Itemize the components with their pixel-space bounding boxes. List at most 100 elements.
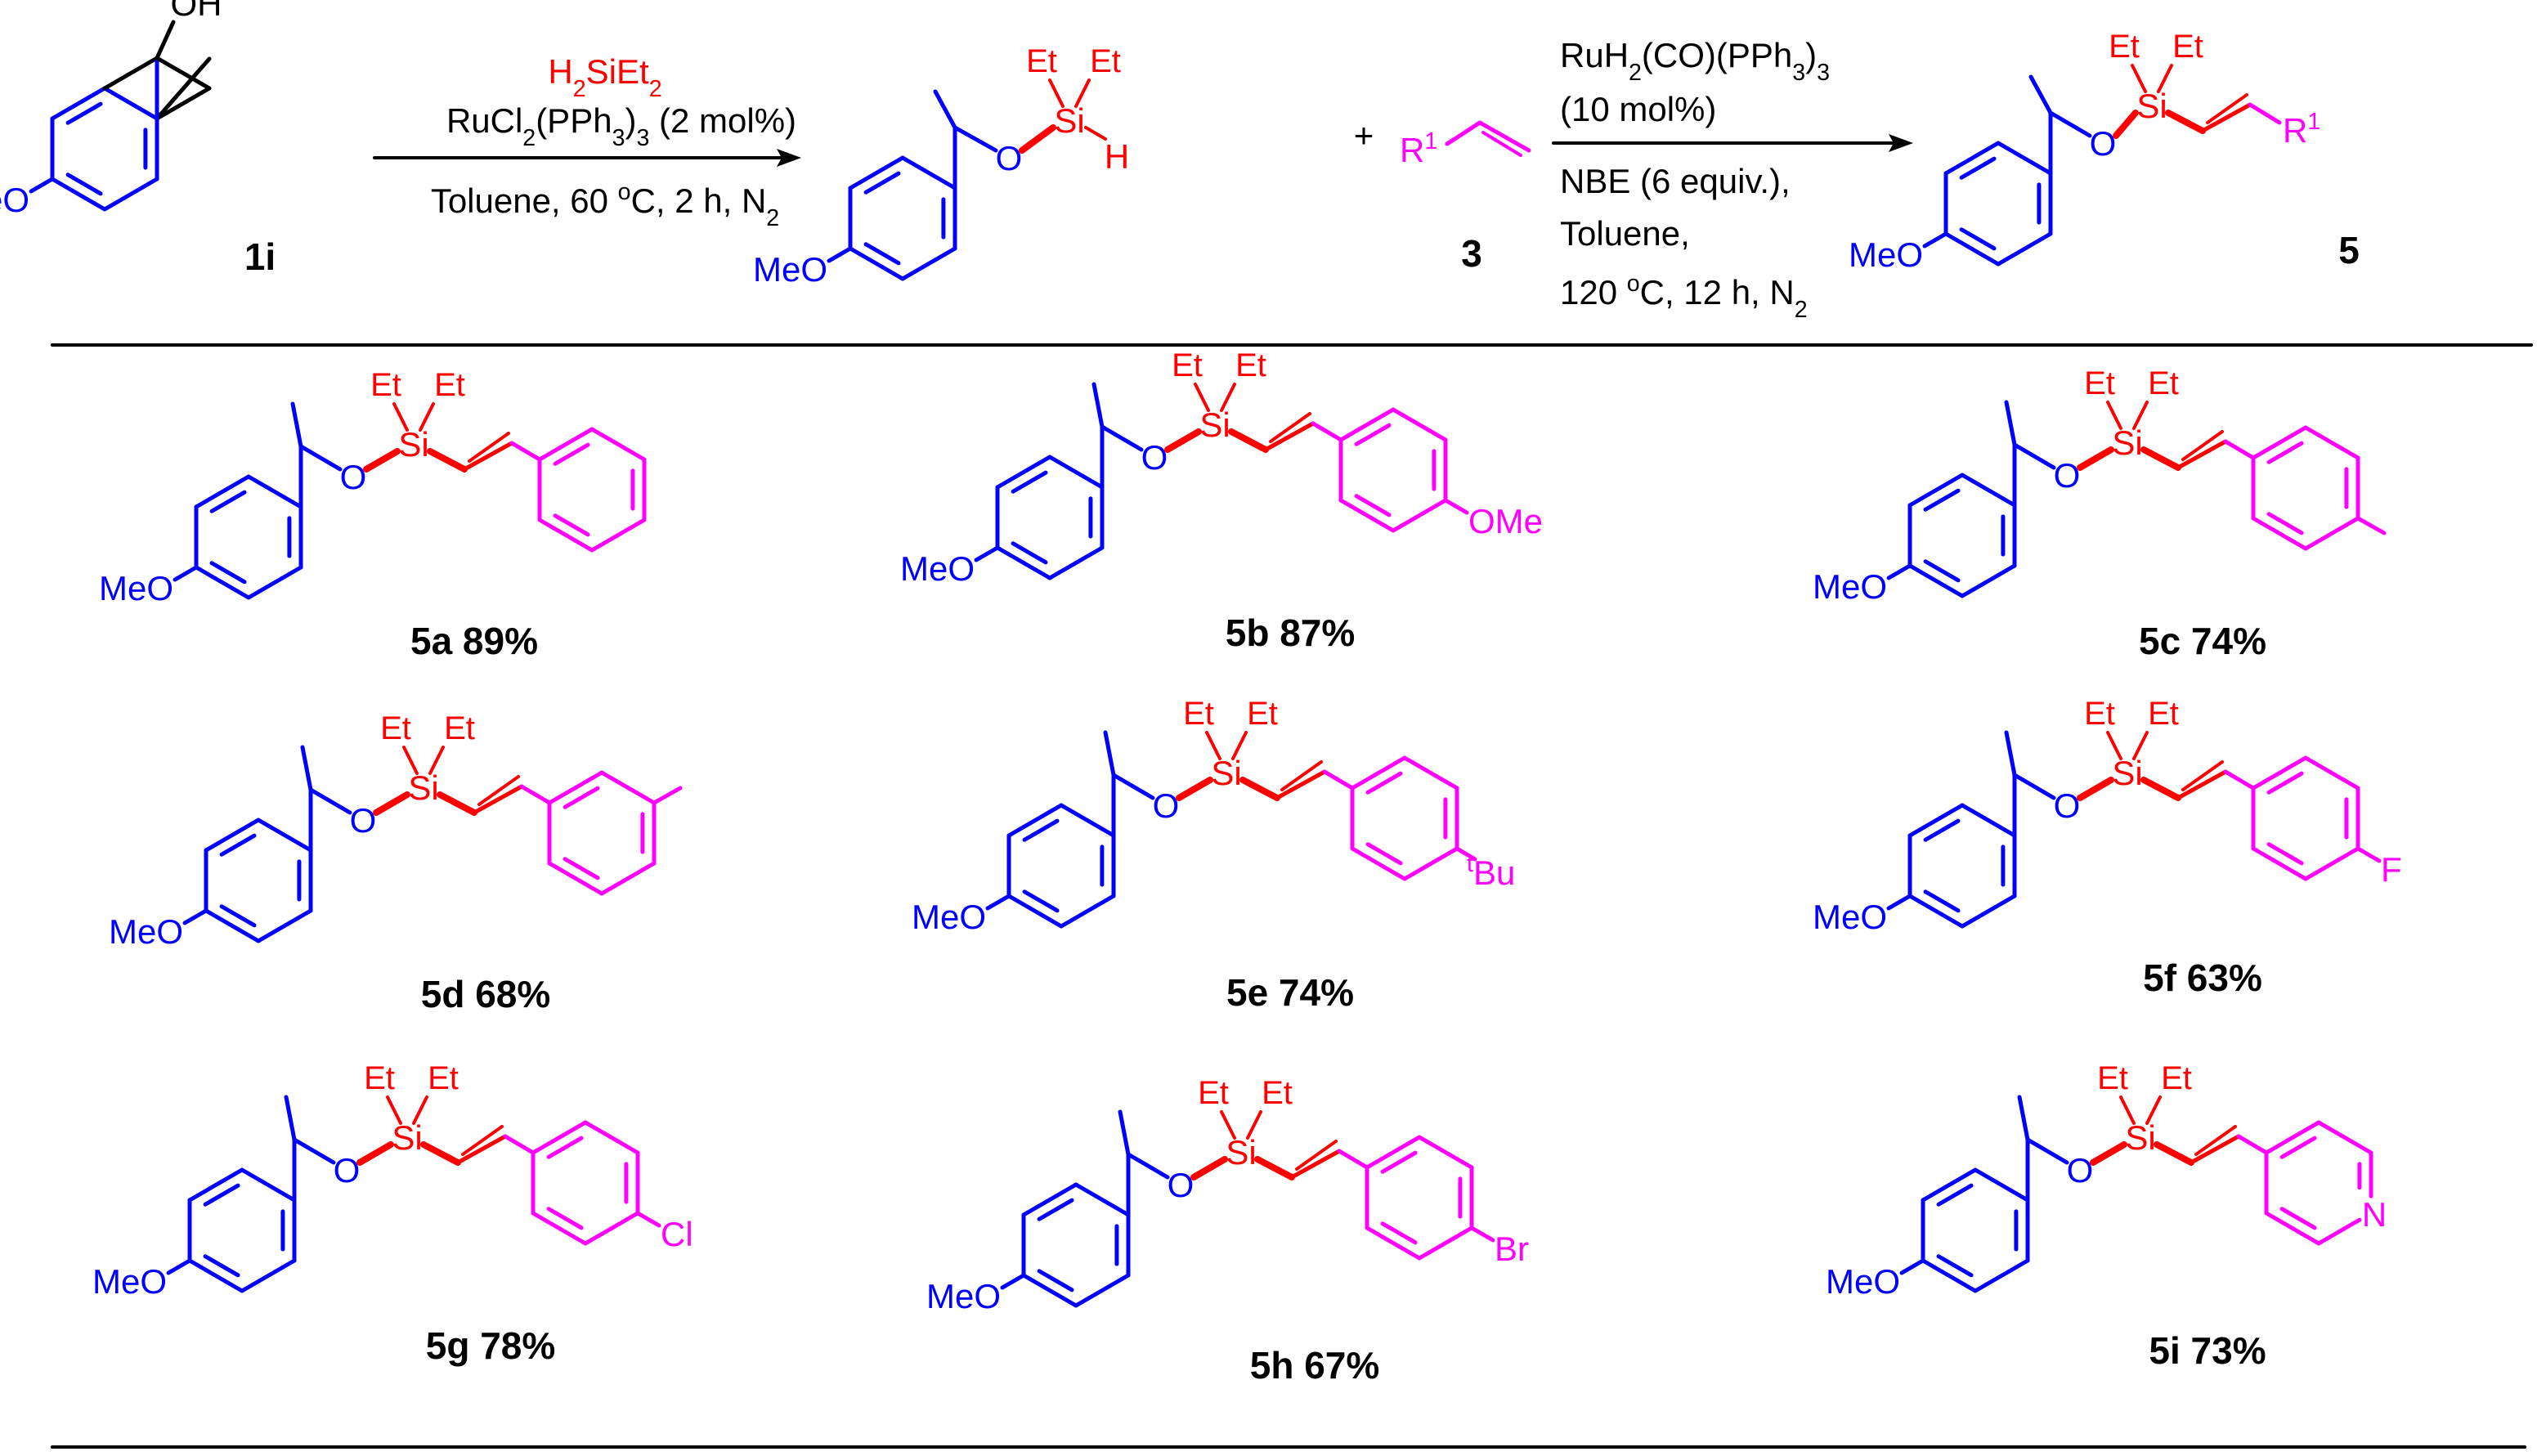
bond-line bbox=[65, 172, 103, 196]
oxygen-label: O bbox=[2054, 786, 2081, 825]
methoxy-label: MeO bbox=[109, 912, 183, 951]
bond-line bbox=[29, 177, 55, 194]
r1-label: R1 bbox=[1400, 128, 1437, 169]
bond-line bbox=[1220, 1110, 1236, 1140]
bond-line bbox=[537, 517, 594, 553]
bond-line bbox=[1022, 818, 1060, 842]
r1-label: R1 bbox=[2283, 109, 2320, 150]
bond-line bbox=[1959, 227, 1997, 251]
oxygen-label: O bbox=[996, 139, 1023, 177]
bond-line bbox=[1111, 773, 1155, 800]
bond-line bbox=[402, 746, 419, 775]
bond-line bbox=[1921, 1258, 1978, 1293]
oxygen-label: O bbox=[2067, 1151, 2094, 1189]
compound-label: 5h 67% bbox=[1250, 1344, 1380, 1387]
catalyst-2: RuH2(CO)(PPh3)3 bbox=[1560, 36, 1830, 86]
bond-line bbox=[1973, 1167, 2030, 1203]
bond-line bbox=[546, 1207, 584, 1230]
bond-line bbox=[1923, 889, 1961, 913]
bond-line bbox=[1289, 1149, 1342, 1180]
ethyl-label: Et bbox=[428, 1060, 459, 1096]
compound-label: 5i 73% bbox=[2149, 1329, 2266, 1372]
bond-line bbox=[1477, 120, 1531, 153]
bond-line bbox=[1960, 803, 2017, 838]
bond-line bbox=[1021, 1182, 1078, 1217]
bond-line bbox=[1280, 760, 1323, 791]
bond-line bbox=[2200, 102, 2252, 133]
bond-line bbox=[2355, 516, 2387, 535]
substituent-label: Cl bbox=[661, 1215, 693, 1253]
bond-line bbox=[219, 833, 257, 857]
ethyl-label: Et bbox=[364, 1060, 395, 1096]
bond-line bbox=[1074, 1273, 1131, 1308]
bond-line bbox=[563, 857, 600, 880]
substituent-label: OMe bbox=[1468, 502, 1543, 540]
substituent-label: Br bbox=[1495, 1230, 1529, 1268]
bond-line bbox=[1011, 541, 1048, 565]
bond-line bbox=[155, 20, 176, 60]
bond-line bbox=[166, 1258, 192, 1275]
bond-line bbox=[1000, 1273, 1026, 1290]
conditions-1: Toluene, 60 oC, 2 h, N2 bbox=[431, 179, 779, 231]
bond-line bbox=[546, 1136, 584, 1159]
bond-line bbox=[2028, 74, 2053, 115]
bond-line bbox=[553, 513, 590, 537]
bond-line bbox=[2154, 1141, 2194, 1166]
bond-line bbox=[1006, 803, 1064, 838]
bond-line bbox=[1402, 755, 1459, 791]
bond-line bbox=[2077, 777, 2114, 801]
bond-line bbox=[219, 904, 257, 928]
bond-line bbox=[1959, 156, 1997, 180]
bond-line bbox=[1059, 894, 1116, 929]
bond-line bbox=[2279, 1207, 2317, 1230]
oxygen-label: O bbox=[1153, 786, 1180, 825]
starting-material-1i: MeOOH1i bbox=[0, 0, 276, 278]
bond-line bbox=[1960, 473, 2017, 508]
ethyl-label: Et bbox=[1090, 43, 1121, 79]
bond-line bbox=[50, 86, 107, 121]
bond-line bbox=[1059, 803, 1116, 838]
bond-line bbox=[419, 402, 435, 432]
bond-line bbox=[65, 101, 103, 125]
bond-line bbox=[2048, 110, 2092, 138]
bond-line bbox=[952, 125, 998, 153]
bond-line bbox=[2181, 760, 2224, 791]
bond-line bbox=[1443, 498, 1469, 515]
bond-line bbox=[2132, 401, 2149, 430]
bond-line bbox=[240, 1258, 297, 1293]
methoxy-label: MeO bbox=[99, 569, 173, 607]
bond-line bbox=[2181, 430, 2224, 461]
bond-line bbox=[589, 427, 647, 462]
oxygen-label: O bbox=[2090, 124, 2117, 163]
bond-line bbox=[1074, 1182, 1131, 1217]
bond-line bbox=[155, 86, 212, 121]
bond-line bbox=[1295, 1140, 1338, 1171]
bond-line bbox=[1455, 846, 1477, 862]
bond-line bbox=[1886, 563, 1912, 580]
bond-line bbox=[1337, 1149, 1369, 1170]
bond-line bbox=[2119, 1095, 2136, 1125]
bond-line bbox=[2090, 1141, 2127, 1166]
bond-line bbox=[1311, 421, 1343, 442]
substituent-label: F bbox=[2381, 850, 2402, 889]
ethyl-label: Et bbox=[1262, 1075, 1293, 1111]
silicon-label: Si bbox=[2136, 87, 2167, 125]
bond-line bbox=[155, 56, 212, 91]
compound-label-3: 3 bbox=[1461, 232, 1482, 275]
bond-line bbox=[2077, 446, 2114, 471]
bond-line bbox=[1899, 1258, 1925, 1275]
bond-line bbox=[1194, 383, 1210, 412]
ethyl-label: Et bbox=[2148, 365, 2179, 401]
ethyl-label: Et bbox=[1172, 347, 1203, 383]
bond-line bbox=[1246, 1110, 1262, 1140]
bond-line bbox=[1220, 383, 1236, 412]
bond-line bbox=[2113, 110, 2139, 139]
bond-line bbox=[900, 246, 957, 281]
ethyl-label: Et bbox=[2161, 1060, 2192, 1096]
bond-line bbox=[848, 155, 905, 190]
bond-line bbox=[1907, 803, 1965, 838]
